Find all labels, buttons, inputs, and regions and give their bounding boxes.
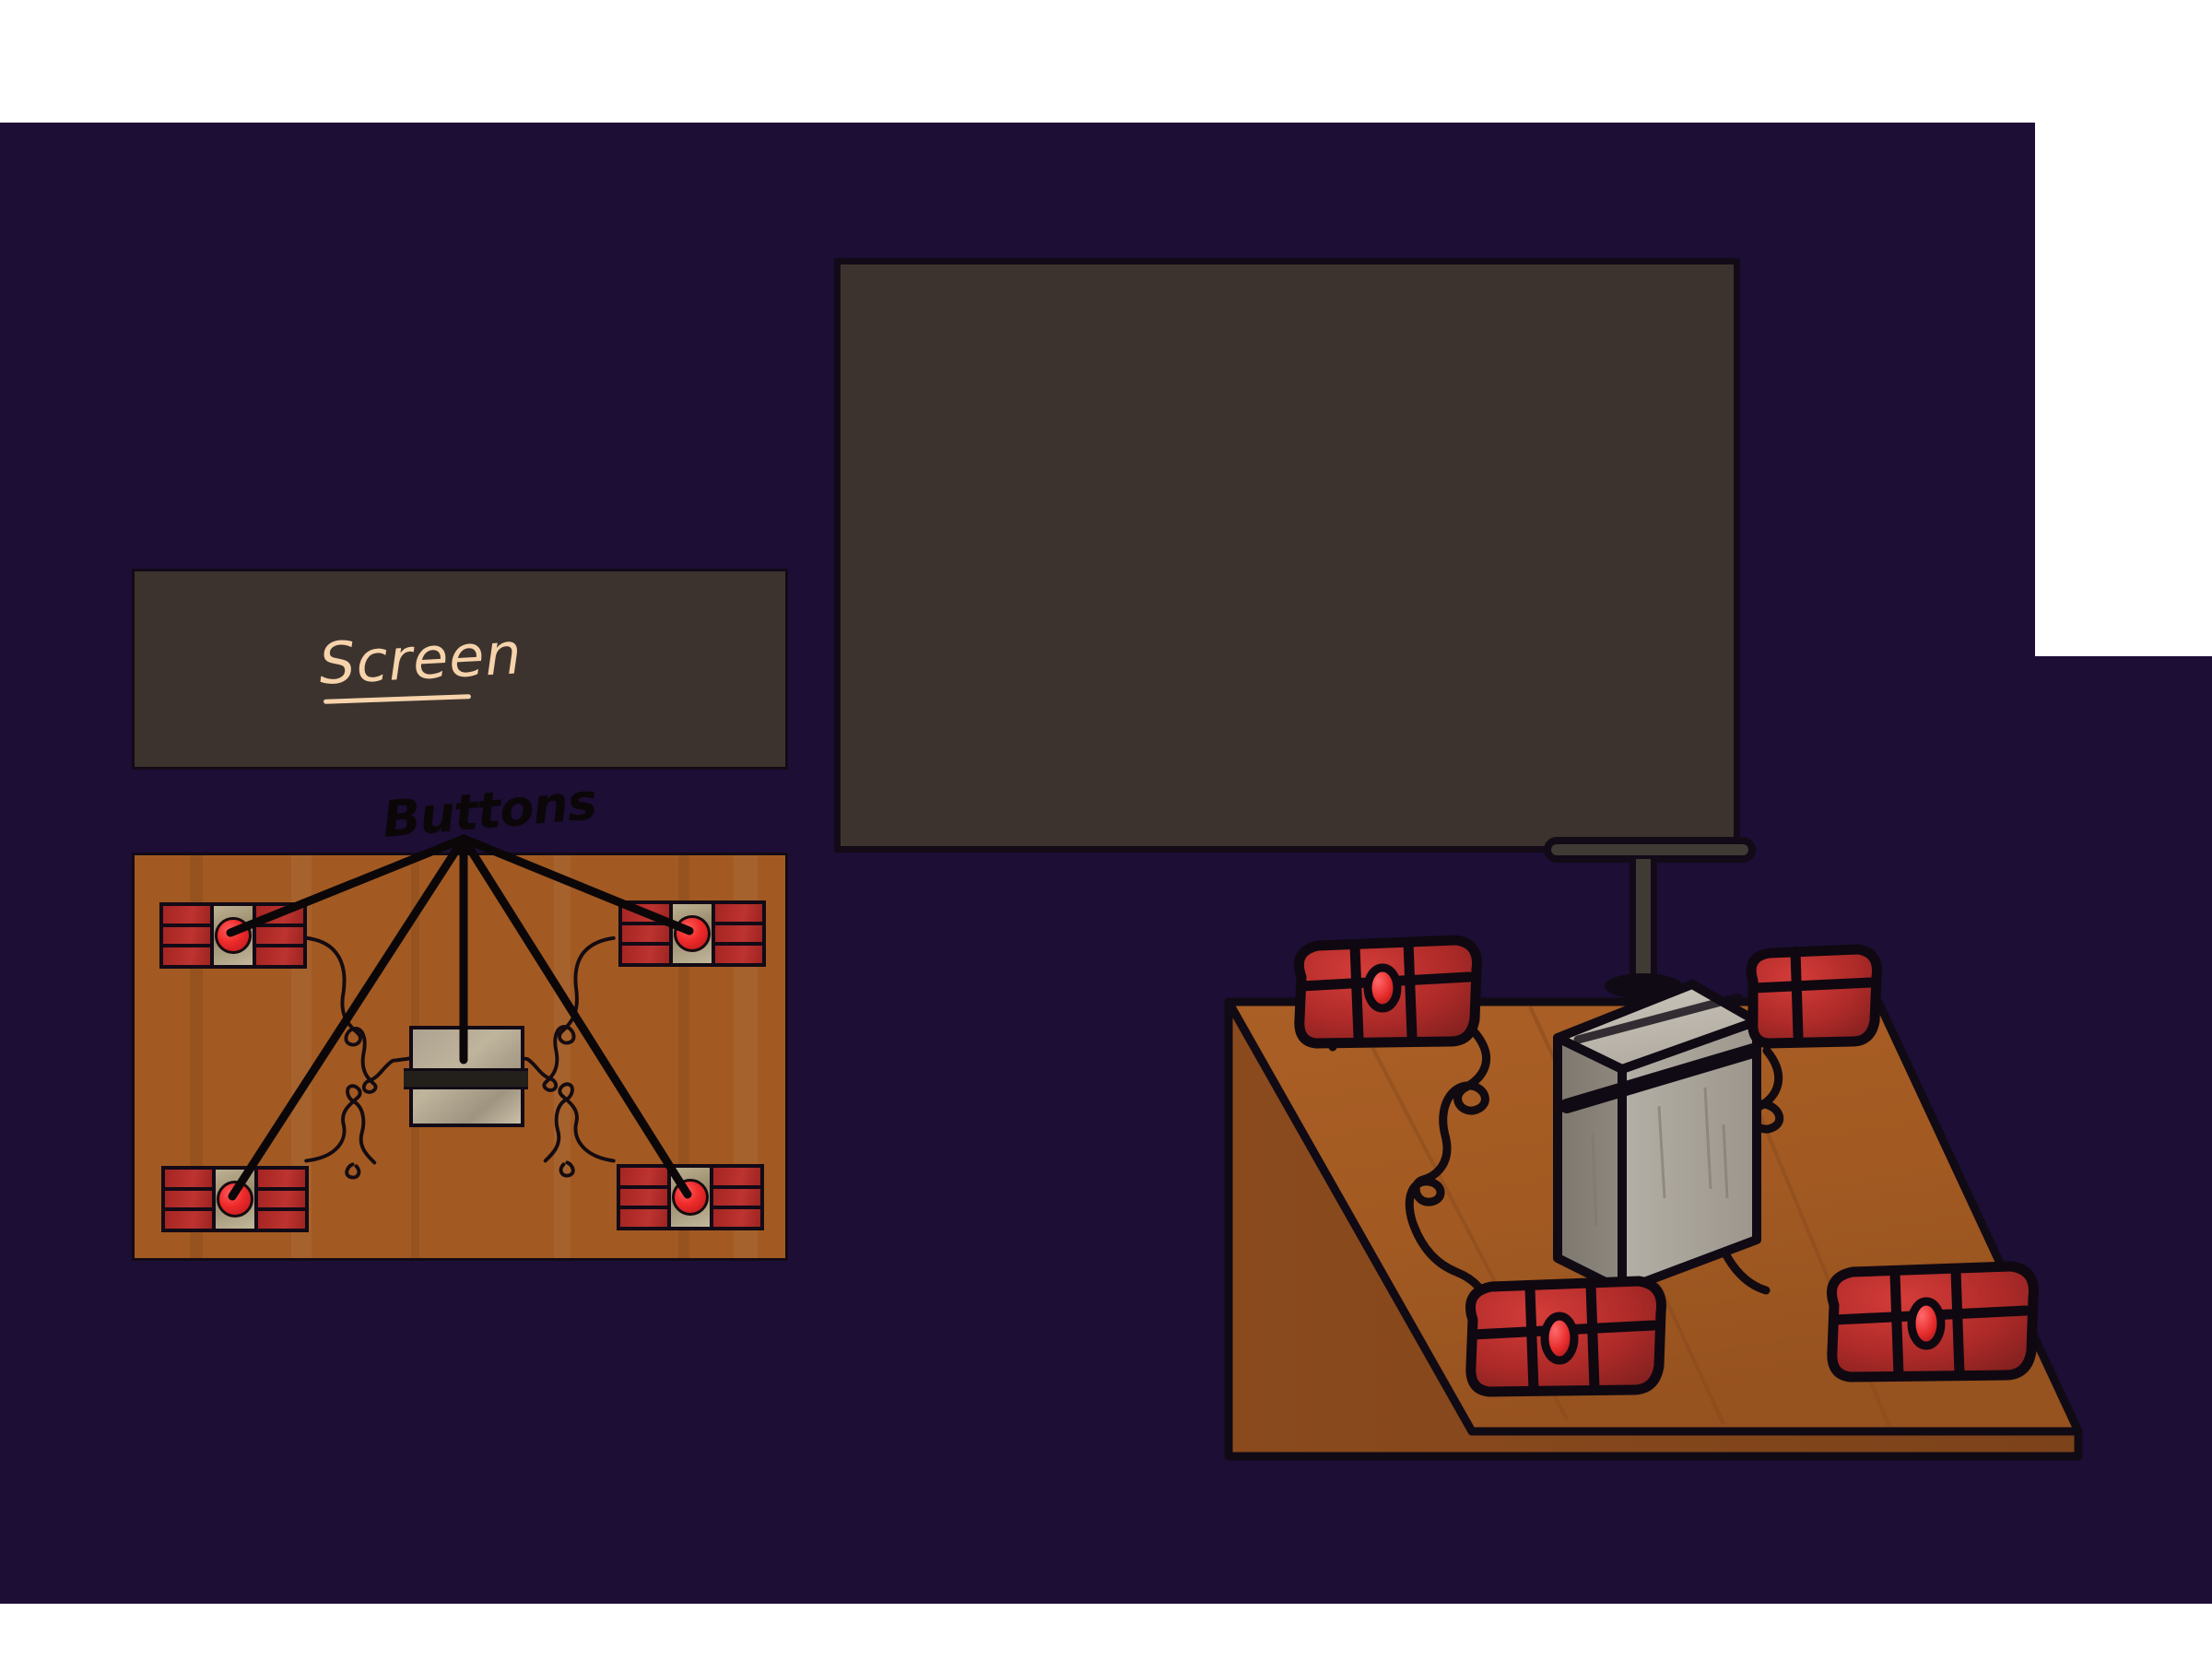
dynamite-stick — [713, 1168, 760, 1189]
dynamite-stick — [715, 924, 762, 947]
dynamite-left-sticks — [163, 906, 210, 966]
dynamite-stick — [713, 1188, 760, 1210]
dynamite-stick — [163, 947, 210, 966]
dynamite-left-sticks — [165, 1170, 212, 1230]
dynamite-stick — [715, 946, 762, 964]
pedestal-slot-slit — [1559, 1043, 1760, 1113]
pedestal-scratches — [1591, 1087, 1729, 1227]
scene-dynamite-back-left — [1293, 935, 1483, 1049]
dynamite-stick — [163, 926, 210, 948]
schematic-screen-panel[interactable]: Screen — [132, 569, 788, 770]
scene-dynamite-back-right — [1746, 944, 1883, 1049]
scene-dynamite-front-left — [1465, 1276, 1666, 1397]
pedestal-left-face — [1553, 1033, 1627, 1295]
dynamite-right-sticks — [715, 904, 762, 964]
dynamite-stick — [165, 1170, 212, 1191]
scene-dynamite-front-right — [1827, 1261, 2039, 1382]
dynamite-stick — [165, 1190, 212, 1212]
dynamite-stick — [620, 1209, 667, 1228]
dynamite-stick — [258, 1211, 305, 1230]
dynamite-stick — [715, 904, 762, 925]
pedestal-top-edge-line — [1573, 993, 1743, 1044]
dynamite-stick — [163, 906, 210, 927]
projector-screen[interactable] — [834, 258, 1740, 853]
dynamite-right-sticks — [713, 1168, 760, 1228]
support-pole — [1630, 859, 1657, 979]
dynamite-stick — [713, 1209, 760, 1228]
dynamite-stick — [165, 1211, 212, 1230]
pole-collar — [1605, 973, 1682, 999]
